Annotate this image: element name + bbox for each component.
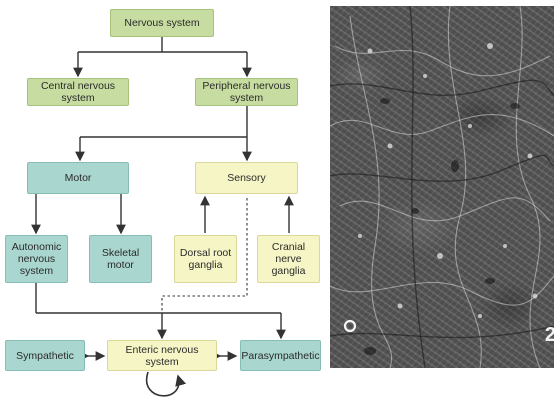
node-enteric-nervous-system: Enteric nervous system: [107, 340, 217, 371]
node-autonomic-nervous-system: Autonomic nervous system: [5, 235, 68, 283]
nervous-system-diagram: Nervous system Central nervous system Pe…: [5, 9, 321, 397]
node-sympathetic-label: Sympathetic: [16, 349, 74, 362]
node-sympathetic: Sympathetic: [5, 340, 85, 371]
node-central-label: Central nervous system: [40, 80, 116, 104]
node-peripheral-nervous-system: Peripheral nervous system: [195, 78, 298, 106]
node-central-nervous-system: Central nervous system: [27, 78, 129, 106]
node-nervous-system-label: Nervous system: [124, 17, 200, 29]
dotted-sensory-to-enteric: [161, 198, 248, 313]
node-dorsal-label: Dorsal root ganglia: [179, 247, 232, 271]
panel-label: 2: [544, 324, 554, 346]
node-parasympathetic-label: Parasympathetic: [241, 349, 320, 362]
enteric-self-loop: [145, 371, 187, 397]
node-skeletal-motor: Skeletal motor: [89, 235, 152, 283]
micrograph-texture: [330, 6, 554, 368]
neuron-micrograph: 2: [330, 6, 554, 368]
node-enteric-label: Enteric nervous system: [125, 343, 199, 368]
node-sensory: Sensory: [195, 162, 298, 194]
node-motor: Motor: [27, 162, 129, 194]
diagram-connectors: [31, 37, 294, 397]
node-peripheral-label: Peripheral nervous system: [202, 80, 291, 104]
node-parasympathetic: Parasympathetic: [240, 340, 321, 371]
node-sensory-label: Sensory: [227, 172, 266, 184]
node-motor-label: Motor: [64, 172, 92, 184]
node-nervous-system: Nervous system: [110, 9, 214, 37]
node-cranial-nerve-ganglia: Cranial nerve ganglia: [257, 235, 320, 283]
node-dorsal-root-ganglia: Dorsal root ganglia: [174, 235, 237, 283]
node-skeletal-label: Skeletal motor: [101, 247, 140, 271]
node-cranial-label: Cranial nerve ganglia: [271, 241, 306, 277]
node-autonomic-label: Autonomic nervous system: [11, 241, 62, 277]
